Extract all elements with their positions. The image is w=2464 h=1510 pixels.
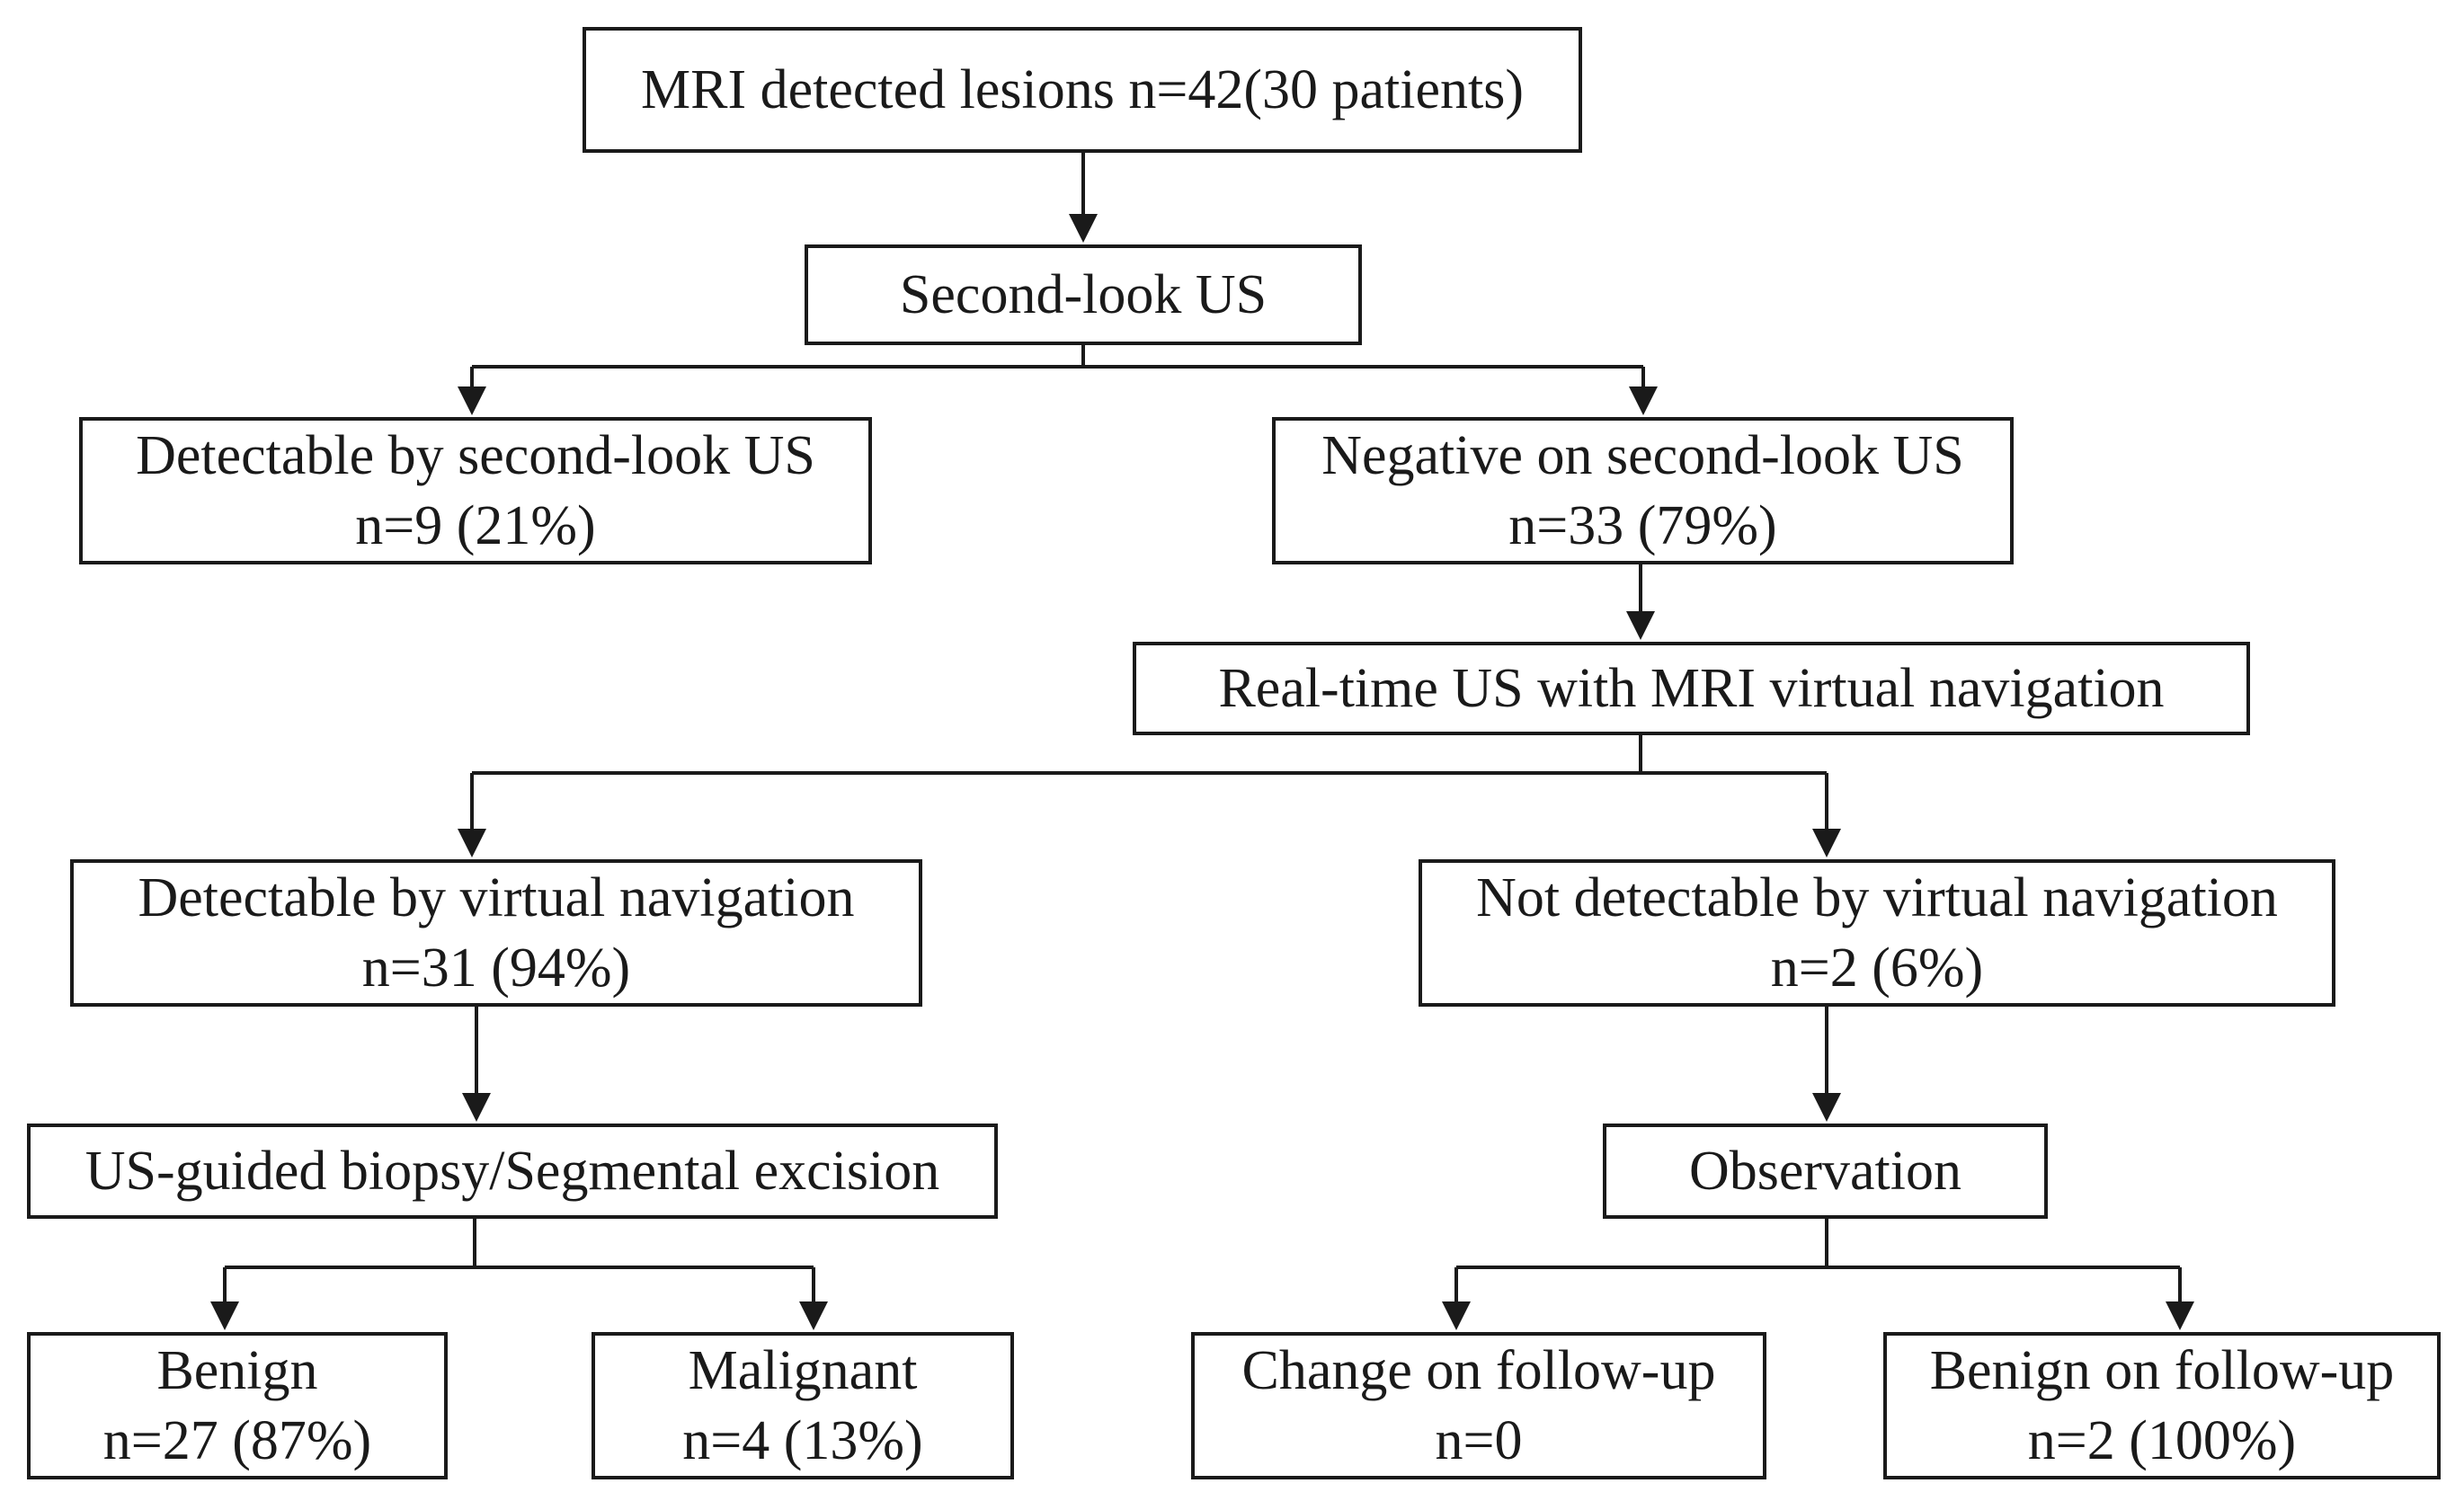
change-follow-up-count: n=0 (1435, 1410, 1523, 1471)
malignant-label: Malignant (688, 1340, 918, 1401)
detectable-second-look-label: Detectable by second-look US (136, 425, 815, 486)
benign-box: Benign n=27 (87%) (27, 1332, 448, 1479)
realtime-navigation-box: Real-time US with MRI virtual navigation (1133, 642, 2250, 735)
benign-follow-up-label: Benign on follow-up (1929, 1340, 2395, 1401)
realtime-navigation-label: Real-time US with MRI virtual navigation (1218, 658, 2165, 719)
detectable-virtual-label: Detectable by virtual navigation (138, 867, 855, 928)
mri-lesions-box: MRI detected lesions n=42(30 patients) (583, 27, 1582, 153)
change-follow-up-box: Change on follow-up n=0 (1191, 1332, 1766, 1479)
change-follow-up-label: Change on follow-up (1241, 1340, 1716, 1401)
not-detectable-virtual-label: Not detectable by virtual navigation (1476, 867, 2278, 928)
benign-label: Benign (156, 1340, 318, 1401)
biopsy-excision-label: US-guided biopsy/Segmental excision (85, 1141, 940, 1202)
benign-follow-up-count: n=2 (100%) (2027, 1410, 2297, 1471)
observation-label: Observation (1688, 1141, 1962, 1202)
malignant-box: Malignant n=4 (13%) (592, 1332, 1014, 1479)
detectable-virtual-count: n=31 (94%) (361, 937, 631, 999)
negative-second-look-box: Negative on second-look US n=33 (79%) (1272, 417, 2014, 564)
detectable-virtual-box: Detectable by virtual navigation n=31 (9… (70, 859, 922, 1007)
detectable-second-look-box: Detectable by second-look US n=9 (21%) (79, 417, 872, 564)
negative-second-look-count: n=33 (79%) (1508, 495, 1777, 556)
benign-count: n=27 (87%) (102, 1410, 372, 1471)
benign-follow-up-box: Benign on follow-up n=2 (100%) (1883, 1332, 2441, 1479)
observation-box: Observation (1603, 1124, 2048, 1219)
malignant-count: n=4 (13%) (682, 1410, 923, 1471)
second-look-us-box: Second-look US (805, 244, 1362, 345)
detectable-second-look-count: n=9 (21%) (355, 495, 596, 556)
second-look-us-label: Second-look US (899, 264, 1268, 325)
biopsy-excision-box: US-guided biopsy/Segmental excision (27, 1124, 998, 1219)
mri-lesions-label: MRI detected lesions n=42(30 patients) (641, 59, 1524, 120)
negative-second-look-label: Negative on second-look US (1321, 425, 1964, 486)
not-detectable-virtual-box: Not detectable by virtual navigation n=2… (1419, 859, 2335, 1007)
not-detectable-virtual-count: n=2 (6%) (1770, 937, 1984, 999)
